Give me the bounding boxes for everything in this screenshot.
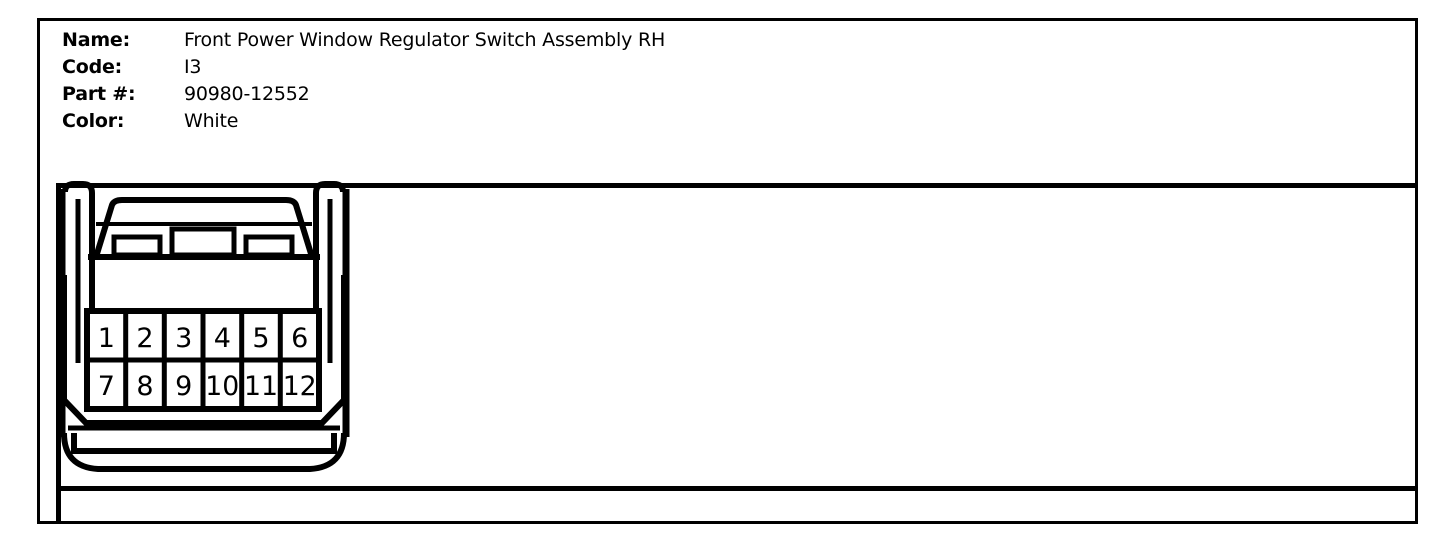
- spec-label-name: Name:: [62, 29, 131, 51]
- connector-svg: 1 2 3 4 5 6 7 8 9 10 11 12: [58, 181, 350, 472]
- pin-label-10: 10: [205, 371, 239, 402]
- pin-label-3: 3: [175, 323, 192, 354]
- pin-label-12: 12: [283, 371, 317, 402]
- pin-label-4: 4: [214, 323, 231, 354]
- spec-row-part-number: Part #: 90980-12552: [62, 81, 1262, 108]
- spec-table: Name: Front Power Window Regulator Switc…: [62, 27, 1262, 135]
- spec-row-code: Code: I3: [62, 54, 1262, 81]
- spec-value-code: I3: [184, 56, 202, 78]
- pin-label-6: 6: [291, 323, 308, 354]
- pin-label-7: 7: [98, 371, 115, 402]
- pin-label-1: 1: [98, 323, 115, 354]
- pin-label-2: 2: [136, 323, 153, 354]
- pin-label-11: 11: [244, 371, 278, 402]
- spec-row-color: Color: White: [62, 108, 1262, 135]
- pin-label-8: 8: [136, 371, 153, 402]
- pin-label-5: 5: [252, 323, 269, 354]
- bottom-skirt-icon: [61, 425, 347, 472]
- spec-label-color: Color:: [62, 110, 125, 132]
- spec-row-name: Name: Front Power Window Regulator Switc…: [62, 27, 1262, 54]
- footer-divider: [58, 486, 1418, 491]
- pin-label-9: 9: [175, 371, 192, 402]
- connector-diagram: 1 2 3 4 5 6 7 8 9 10 11 12: [50, 175, 370, 485]
- spec-value-name: Front Power Window Regulator Switch Asse…: [184, 29, 666, 51]
- header-divider: [58, 183, 1418, 188]
- connector-body-outline: [61, 275, 347, 426]
- spec-value-part-number: 90980-12552: [184, 83, 310, 105]
- spec-label-code: Code:: [62, 56, 123, 78]
- spec-label-part-number: Part #:: [62, 83, 136, 105]
- pin-grid: 1 2 3 4 5 6 7 8 9 10 11 12: [84, 308, 322, 412]
- spec-value-color: White: [184, 110, 239, 132]
- sheet-frame: [37, 18, 1418, 524]
- latch-detent-blocks-icon: [111, 226, 295, 258]
